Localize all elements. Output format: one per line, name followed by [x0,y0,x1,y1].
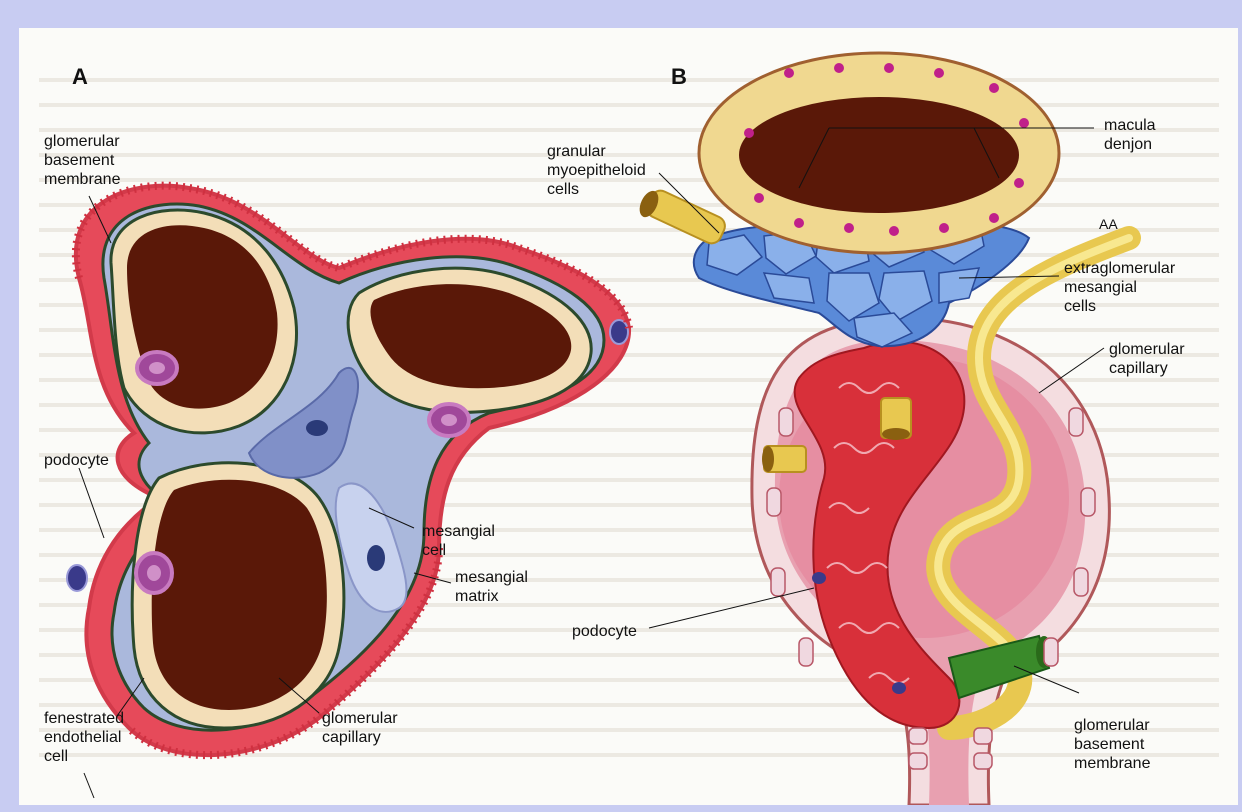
label-aa: AA [1099,215,1118,234]
label-extraglomerular-mesangial-cells: extraglomerular mesangial cells [1064,259,1175,316]
label-podocyte-b: podocyte [572,622,637,641]
label-mesangial-matrix: mesangial matrix [455,568,528,606]
label-glomerular-capillary-b: glomerular capillary [1109,340,1185,378]
label-macula-denjon: macula denjon [1104,116,1156,154]
label-podocyte-a: podocyte [44,451,109,470]
label-glomerular-basement-membrane-b: glomerular basement membrane [1074,716,1150,773]
label-fenestrated-endothelial-cell: fenestrated endothelial cell [44,709,124,766]
label-mesangial-cell: mesangial cell [422,522,495,560]
label-glomerular-basement-membrane-a: glomerular basement membrane [44,132,120,189]
label-granular-myoepitheloid-cells: granular myoepitheloid cells [547,142,646,199]
label-glomerular-capillary-a: glomerular capillary [322,709,398,747]
panel-b-letter: B [671,64,687,90]
panel-a-letter: A [72,64,88,90]
figure-frame: A B glomerular basement membrane podocyt… [19,28,1238,805]
